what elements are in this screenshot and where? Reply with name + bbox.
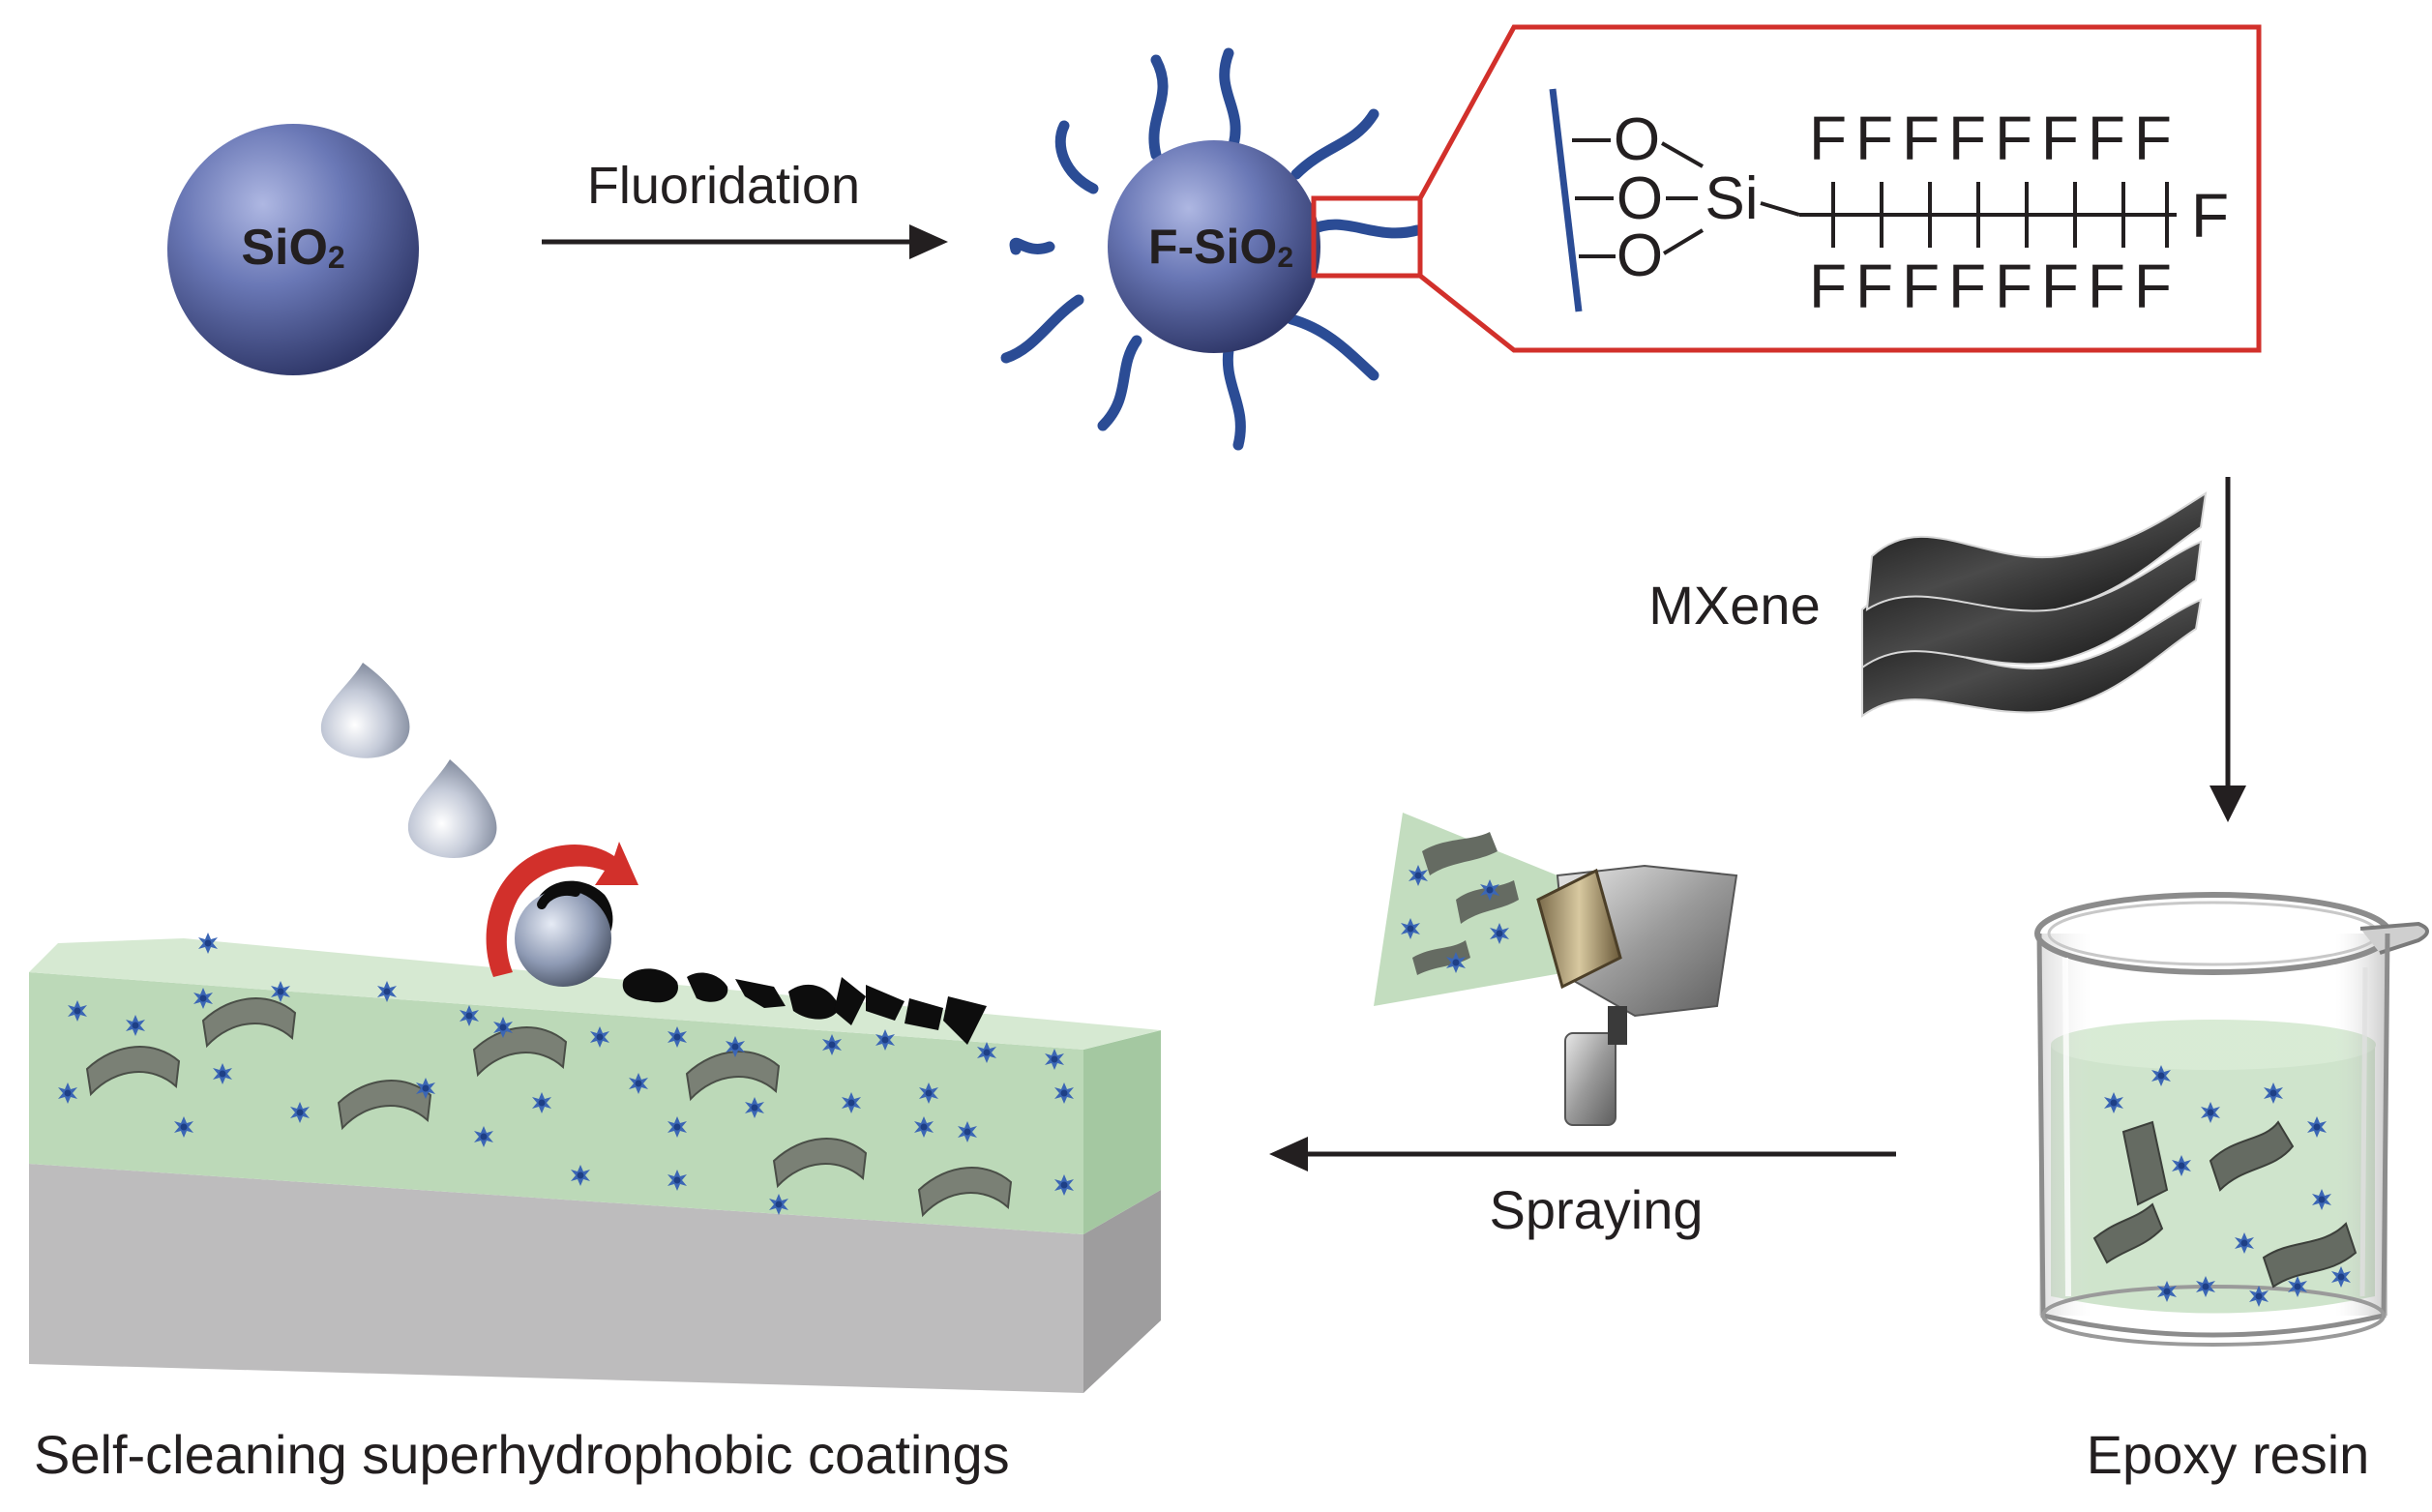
- oxygen-1: O: [1614, 106, 1660, 173]
- spraying-arrow: Spraying: [1269, 1137, 1896, 1240]
- fluorosilane-structure: O O O Si FFFFFFFF FFFFFFFF F: [1549, 88, 2229, 321]
- coating-top: [29, 938, 1161, 1050]
- gun-nut: [1536, 868, 1622, 990]
- spray-mxene-flakes: [1412, 832, 1519, 975]
- droplet-upper: [320, 663, 410, 758]
- surface-line: [1549, 88, 1583, 312]
- epoxy-label: Epoxy resin: [2087, 1424, 2370, 1485]
- ligand-chains: [1000, 47, 1423, 451]
- f-sio2-subscript: 2: [1277, 242, 1293, 274]
- fluorine-row-bottom: FFFFFFFF: [1809, 252, 2172, 321]
- rolling-droplet: [486, 842, 638, 987]
- spraying-label: Spraying: [1489, 1179, 1703, 1240]
- mxene-sheets: [1861, 491, 2208, 718]
- sio2-particle: SiO2: [167, 124, 419, 375]
- fluorine-end: F: [2191, 181, 2229, 251]
- zoom-callout: [1311, 24, 2262, 353]
- carbon-backbone-ticks: [1831, 182, 2169, 248]
- svg-text:F-SiO2: F-SiO2: [1148, 220, 1293, 274]
- sio2-subscript: 2: [328, 240, 345, 275]
- coating-side: [1083, 1030, 1161, 1234]
- mxene-label: MXene: [1648, 575, 1820, 636]
- silicon-label: Si: [1705, 165, 1758, 232]
- fluoridation-arrow: Fluoridation: [542, 157, 948, 259]
- spray-gun: [1374, 813, 1738, 1126]
- substrate-front: [29, 1164, 1083, 1393]
- substrate-side: [1083, 1190, 1161, 1393]
- f-sio2-particle: F-SiO2: [1000, 47, 1423, 451]
- droplet-lower: [407, 759, 497, 858]
- rolling-direction-arrow: [486, 842, 638, 977]
- fluorine-row-top: FFFFFFFF: [1809, 104, 2172, 173]
- f-sio2-sphere: [1108, 140, 1320, 353]
- f-sio2-label: F-SiO: [1148, 220, 1277, 274]
- beaker-mxene-flakes: [2092, 1120, 2358, 1289]
- fluoridation-label: Fluoridation: [587, 157, 860, 215]
- mxene-down-arrow: [2210, 477, 2246, 822]
- epoxy-beaker: [2034, 892, 2429, 1347]
- coating-label: Self-cleaning superhydrophobic coatings: [34, 1424, 1010, 1485]
- zoom-source-box: [1311, 195, 1423, 279]
- zoom-callout-outline: [1417, 24, 2262, 353]
- sio2-sphere: [167, 124, 419, 375]
- oxygen-2: O: [1616, 165, 1663, 232]
- rolling-droplet-ball: [515, 890, 611, 987]
- water-droplets: [320, 663, 497, 858]
- sio2-label: SiO: [241, 220, 328, 276]
- gun-fitting: [1564, 1032, 1616, 1126]
- svg-text:SiO2: SiO2: [241, 220, 344, 276]
- oxygen-3: O: [1616, 222, 1663, 289]
- coating-block: [29, 880, 1161, 1393]
